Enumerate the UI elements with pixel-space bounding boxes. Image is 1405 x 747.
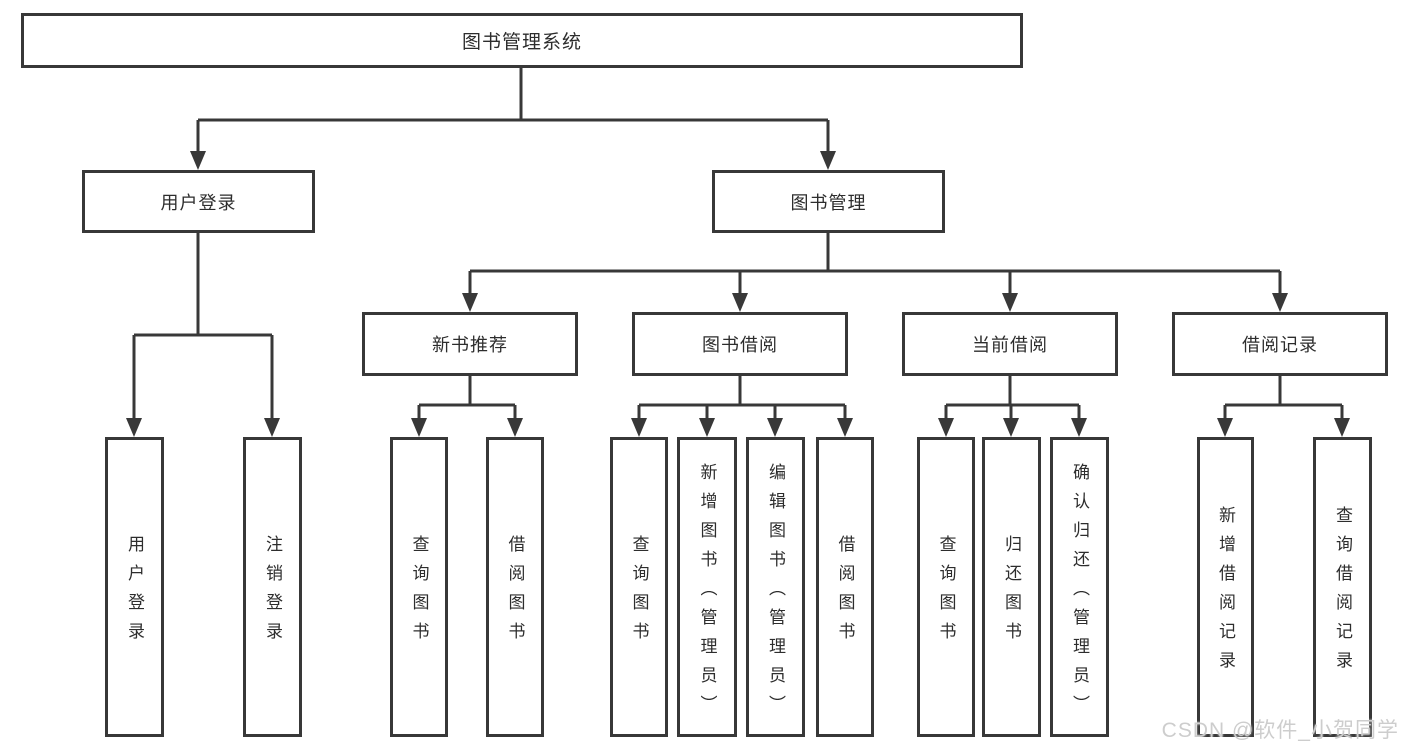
leaf-return-book: 归还图书: [982, 437, 1041, 737]
node-label: 图书借阅: [702, 335, 778, 355]
node-label: 用户登录: [125, 535, 144, 651]
csdn-watermark: CSDN @软件_小贺同学: [1161, 719, 1399, 742]
leaf-borrow-books-recommend: 借阅图书: [486, 437, 544, 737]
node-label: 查询图书: [936, 535, 956, 651]
node-label: 查询图书: [629, 535, 649, 651]
node-label: 查询图书: [409, 535, 429, 651]
leaf-query-books-borrow: 查询图书: [610, 437, 668, 737]
leaf-logout: 注销登录: [243, 437, 302, 737]
leaf-query-books-recommend: 查询图书: [390, 437, 448, 737]
leaf-edit-book-admin: 编辑图书（管理员）: [746, 437, 805, 737]
leaf-query-borrow-record: 查询借阅记录: [1313, 437, 1372, 737]
node-label: 编辑图书（管理员）: [766, 462, 785, 724]
arrowheads: [126, 151, 1350, 437]
leaf-borrow-books: 借阅图书: [816, 437, 874, 737]
node-label: 新增图书（管理员）: [697, 462, 717, 724]
node-borrow-records: 借阅记录: [1172, 312, 1388, 376]
node-label: 当前借阅: [972, 335, 1048, 355]
node-label: 新增借阅记录: [1216, 506, 1235, 680]
node-label: 借阅图书: [505, 535, 525, 651]
leaf-add-borrow-record: 新增借阅记录: [1197, 437, 1254, 737]
leaf-query-books-current: 查询图书: [917, 437, 975, 737]
leaf-user-login: 用户登录: [105, 437, 164, 737]
node-user-login: 用户登录: [82, 170, 315, 233]
node-label: 借阅记录: [1242, 335, 1318, 355]
node-label: 图书管理系统: [461, 32, 582, 53]
node-new-book-recommend: 新书推荐: [362, 312, 578, 376]
leaf-add-book-admin: 新增图书（管理员）: [677, 437, 737, 737]
node-label: 借阅图书: [835, 535, 855, 651]
node-book-borrow: 图书借阅: [632, 312, 848, 376]
node-label: 归还图书: [1002, 535, 1021, 651]
node-label: 确认归还（管理员）: [1070, 462, 1089, 724]
leaf-confirm-return-admin: 确认归还（管理员）: [1050, 437, 1109, 737]
node-label: 注销登录: [263, 535, 282, 651]
node-label: 用户登录: [160, 192, 237, 213]
node-book-management: 图书管理: [712, 170, 945, 233]
node-label: 新书推荐: [432, 335, 508, 355]
node-label: 查询借阅记录: [1333, 506, 1352, 680]
node-current-borrow: 当前借阅: [902, 312, 1118, 376]
node-library-management-system: 图书管理系统: [21, 13, 1023, 68]
node-label: 图书管理: [790, 192, 867, 213]
